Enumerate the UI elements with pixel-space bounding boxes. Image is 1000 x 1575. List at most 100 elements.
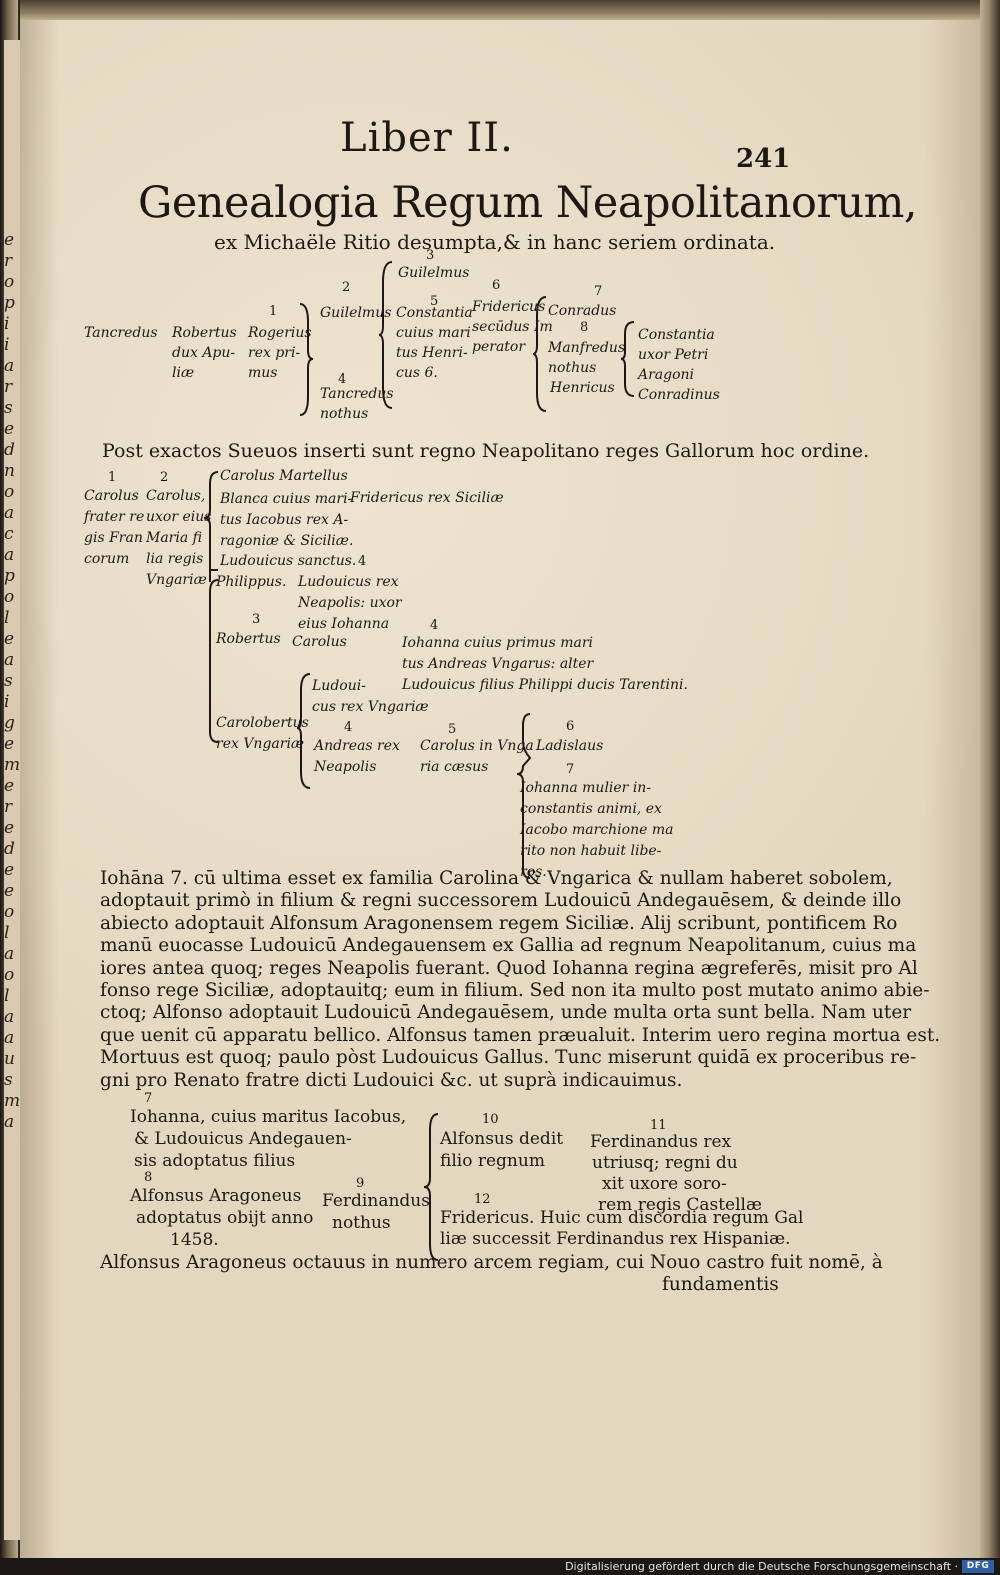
tree-node: Fridericus. Huic cum discordia regum Gal… [440, 1208, 804, 1249]
paragraph-line: iores antea quoq; reges Neapolis fuerant… [100, 957, 918, 979]
tree-node: Carolus in Vnga ria cæsus [420, 738, 534, 775]
margin-glyph: a [4, 545, 15, 565]
tree-node: Iohanna mulier in- constantis animi, ex … [520, 780, 674, 880]
margin-glyph: g [4, 713, 15, 733]
number-label: 3 [252, 612, 261, 627]
tree-node: Manfredus nothus [548, 340, 626, 376]
tree-node: Ludouicus sanctus. [220, 553, 357, 569]
margin-glyph: u [4, 1049, 15, 1069]
paragraph-line: gni pro Renato fratre dicti Ludouici &c.… [100, 1069, 683, 1091]
tree-node: Carolobertus rex Vngariæ [216, 715, 309, 752]
tree-node: Robertus dux Apu- liæ [172, 325, 237, 381]
number-label: 10 [482, 1112, 499, 1127]
number-label: 8 [580, 320, 589, 335]
margin-glyph: o [4, 482, 15, 502]
margin-glyph: i [4, 692, 10, 712]
tree-node: Guilelmus [398, 265, 470, 281]
page-top-edge [20, 0, 1000, 22]
margin-glyph: o [4, 272, 15, 292]
brace [532, 296, 547, 412]
margin-glyph: e [4, 629, 15, 649]
tree-node: Ferdinandus rex utriusq; regni du xit ux… [590, 1132, 762, 1215]
margin-glyph: a [4, 503, 15, 523]
closing-line: Alfonsus Aragoneus octauus in numero arc… [100, 1252, 883, 1273]
tree-node: Ferdinandus nothus [322, 1191, 430, 1233]
tree-node: Iohanna cuius primus mari tus Andreas Vn… [402, 635, 688, 693]
number-label: 7 [566, 762, 575, 777]
number-label: 6 [566, 719, 575, 734]
margin-glyph: o [4, 587, 15, 607]
margin-glyph: m [4, 755, 21, 775]
margin-glyph: c [4, 524, 14, 544]
margin-glyph: s [4, 671, 13, 691]
margin-glyph: e [4, 881, 15, 901]
margin-glyph: s [4, 1070, 13, 1090]
catchword: fundamentis [662, 1274, 779, 1295]
margin-glyph: r [4, 251, 13, 271]
tree-node: Carolus Martellus [220, 468, 348, 484]
margin-glyph: e [4, 818, 15, 838]
tree-node: Tancredus [84, 325, 158, 341]
number-label: 4 [344, 720, 353, 735]
tree-node: Rogerius rex pri- mus [248, 325, 312, 381]
paragraph-line: manū euocasse Ludouicū Andegauensem ex G… [100, 935, 917, 957]
paragraph-line: fonso rege Siciliæ, adoptauitq; eum in f… [100, 980, 930, 1002]
tree-node: Henricus [550, 380, 615, 396]
number-label: 5 [430, 294, 439, 309]
number-label: 6 [492, 278, 501, 293]
tree-node: Alfonsus dedit filio regnum [440, 1129, 564, 1171]
margin-glyph: a [4, 1007, 15, 1027]
margin-glyph: l [4, 986, 10, 1006]
tree-node: Philippus. [216, 574, 287, 590]
page-title: Genealogia Regum Neapolitanorum, [138, 178, 918, 228]
margin-glyph: o [4, 965, 15, 985]
margin-glyph: d [4, 839, 15, 859]
number-label: 2 [160, 470, 169, 485]
page-number: 241 [736, 144, 791, 174]
tree-node: Constantia cuius mari tus Henri- cus 6. [396, 305, 473, 381]
number-label: 3 [426, 248, 435, 263]
brace [516, 713, 532, 879]
tree-node: Carolus frater re gis Fran corum [84, 488, 145, 567]
tree-node: Guilelmus [320, 305, 392, 321]
paragraph-line: Mortuus est quoq; paulo pòst Ludouicus G… [100, 1047, 917, 1069]
body-paragraph: Iohāna 7. cū ultima esset ex familia Car… [100, 868, 940, 1092]
margin-glyph: o [4, 902, 15, 922]
brace [423, 1113, 439, 1261]
dfg-logo: DFG [962, 1560, 994, 1573]
margin-glyph: l [4, 923, 10, 943]
margin-glyph: r [4, 797, 13, 817]
paragraph-line: ctoq; Alfonso adoptauit Ludouicū Andegau… [100, 1002, 912, 1024]
number-label: 11 [650, 1118, 667, 1133]
running-head: Liber II. [340, 115, 514, 161]
tree-node: Constantia uxor Petri Aragoni Conradinus [638, 327, 720, 403]
tree-node: Alfonsus Aragoneus adoptatus obijt anno … [130, 1186, 314, 1250]
margin-glyph: d [4, 440, 15, 460]
number-label: 7 [594, 284, 603, 299]
brace [299, 303, 314, 416]
margin-glyph: l [4, 608, 10, 628]
number-label: 4 [358, 554, 367, 569]
tree-node: Ludouicus rex Neapolis: uxor eius Iohann… [298, 574, 402, 632]
margin-glyph: a [4, 356, 15, 376]
tree-node: Blanca cuius mari- tus Iacobus rex A- ra… [220, 491, 354, 549]
tree-node: Ludoui- cus rex Vngariæ [312, 678, 429, 715]
margin-glyph: a [4, 944, 15, 964]
margin-glyph: e [4, 419, 15, 439]
tree-node: Carolus [292, 634, 347, 650]
margin-glyph: r [4, 377, 13, 397]
brace [378, 261, 393, 409]
book-page: Liber II. 241 Genealogia Regum Neapolita… [20, 20, 982, 1558]
facing-page-strip [4, 40, 24, 1540]
brace [203, 471, 219, 743]
number-label: 1 [108, 470, 117, 485]
margin-glyph: p [4, 566, 15, 586]
number-label: 1 [269, 304, 278, 319]
number-label: 7 [144, 1091, 153, 1106]
number-label: 12 [474, 1192, 491, 1207]
tree-node: Fridericus rex Siciliæ [350, 490, 504, 506]
funding-note: Digitalisierung gefördert durch die Deut… [565, 1560, 958, 1573]
number-label: 4 [430, 618, 439, 633]
number-label: 2 [342, 280, 351, 295]
